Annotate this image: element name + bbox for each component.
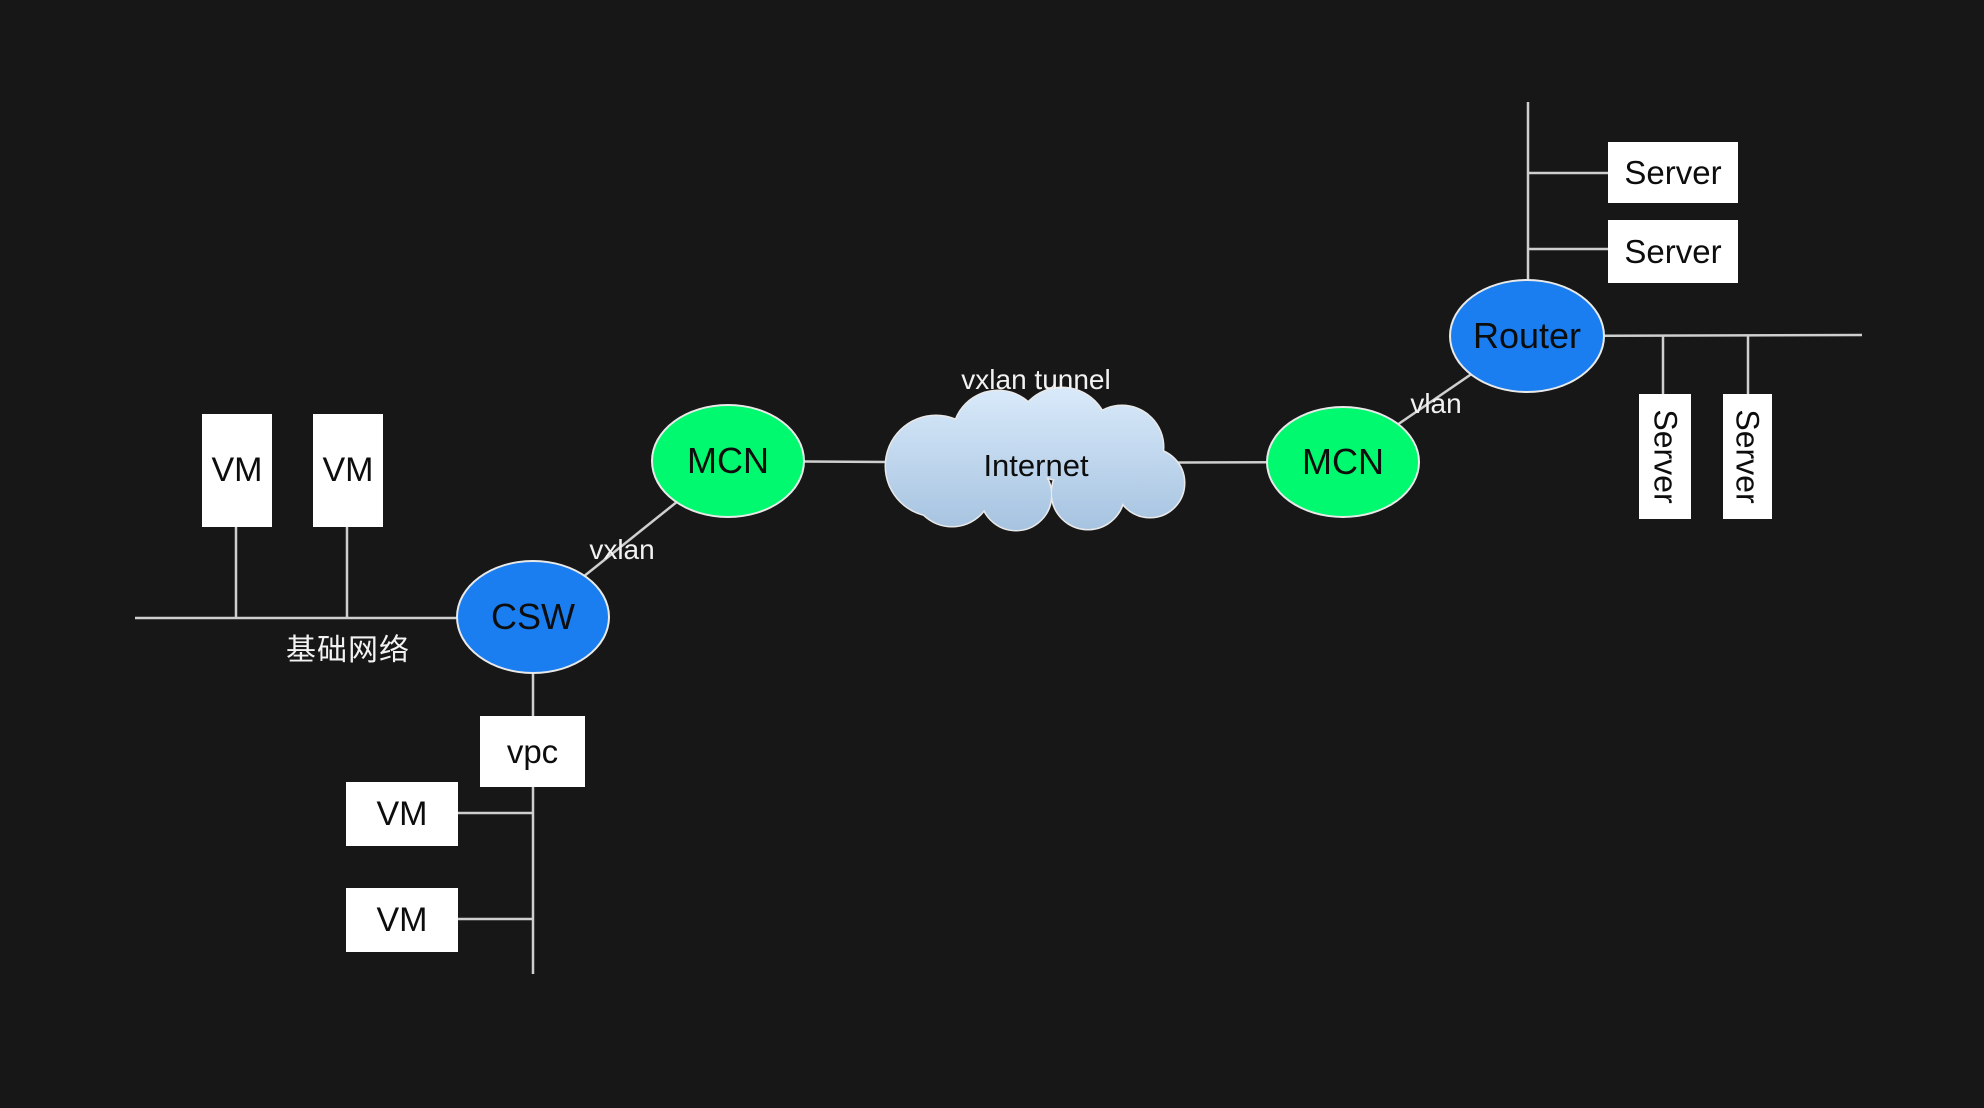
label-vxlan-left: vxlan [589,534,655,565]
node-mcn-left: MCN [651,404,805,518]
node-vm-top-left-2: VM [313,414,383,527]
node-csw-switch: CSW [456,560,610,674]
node-label: MCN [1302,441,1384,482]
node-vpc: vpc [480,716,585,787]
node-label: MCN [687,440,769,481]
node-label: CSW [491,596,575,637]
label-vxlan-tunnel: vxlan tunnel [961,364,1111,395]
node-server-top-2: Server [1608,220,1738,283]
node-label: Server [1730,409,1766,504]
node-vm-top-left-1: VM [202,414,272,527]
node-label: Server [1624,153,1722,191]
node-server-right-1: Server [1639,394,1691,519]
node-label: Router [1472,315,1582,356]
internet-cloud-shape [884,386,1186,532]
node-label: VM [376,900,428,939]
node-label: VM [376,794,428,833]
internet-cloud-label: Internet [983,448,1089,483]
label-base-network: 基础网络 [286,634,410,667]
node-vm-bottom-2: VM [346,888,458,952]
node-label: Server [1647,409,1684,504]
node-label: VM [322,451,374,489]
node-mcn-right: MCN [1266,406,1420,518]
node-label: vpc [506,732,559,770]
node-server-right-2: Server [1723,394,1772,519]
node-label: Server [1624,232,1722,270]
label-vlan-right: vlan [1410,388,1462,419]
node-label: VM [211,451,263,489]
node-router: Router [1449,279,1605,393]
node-server-top-1: Server [1608,142,1738,203]
node-vm-bottom-1: VM [346,782,458,846]
